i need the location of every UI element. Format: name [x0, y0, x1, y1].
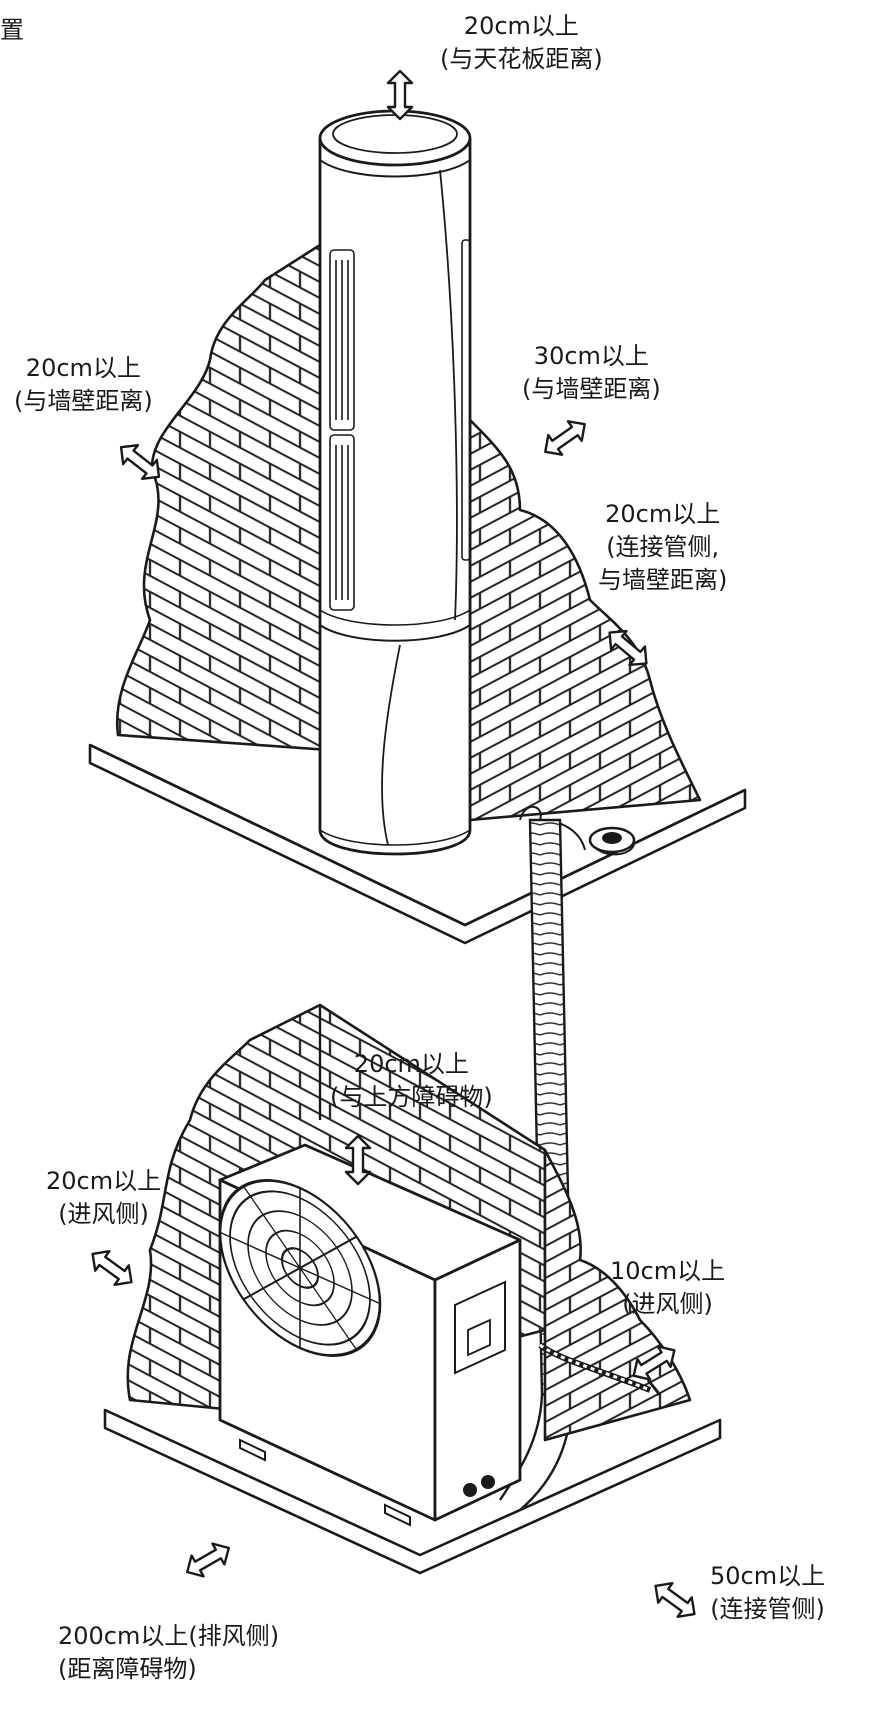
- clearance-note: (进风侧): [622, 1290, 713, 1318]
- back-wall-clearance-label: 30cm以上 (与墙壁距离): [522, 340, 661, 406]
- outdoor-intake-left-clearance-label: 20cm以上 (进风侧): [46, 1165, 161, 1231]
- clearance-note: (进风侧): [58, 1200, 149, 1228]
- double-arrow-icon: [537, 413, 593, 463]
- clearance-value: 20cm以上: [46, 1167, 162, 1195]
- double-arrow-icon: [647, 1574, 703, 1626]
- clearance-note: (距离障碍物): [58, 1655, 197, 1683]
- outdoor-top-clearance-label: 20cm以上 (与上方障碍物): [330, 1048, 493, 1114]
- outdoor-pipe-side-clearance-label: 50cm以上 (连接管侧): [710, 1560, 825, 1626]
- corner-character: 置: [0, 16, 24, 44]
- brick-wall-icon: [468, 418, 702, 822]
- double-arrow-icon: [386, 69, 414, 121]
- clearance-note: (与墙壁距离): [14, 387, 153, 415]
- drain-hose-icon: [538, 1342, 662, 1396]
- clearance-note: (与墙壁距离): [522, 375, 661, 403]
- clearance-note: (与上方障碍物): [330, 1083, 493, 1111]
- double-arrow-icon: [84, 1242, 140, 1294]
- indoor-floor: [88, 743, 747, 945]
- clearance-value: 50cm以上: [710, 1562, 826, 1590]
- clearance-note: (连接管侧,: [606, 533, 720, 561]
- left-wall-clearance-label: 20cm以上 (与墙壁距离): [14, 352, 153, 418]
- clearance-note: (与天花板距离): [440, 45, 603, 73]
- clearance-note: 与墙壁距离): [598, 566, 728, 594]
- clearance-value: 20cm以上: [353, 1050, 469, 1078]
- clearance-value: 30cm以上: [533, 342, 649, 370]
- pipe-side-wall-clearance-label: 20cm以上 (连接管侧, 与墙壁距离): [598, 498, 727, 597]
- clearance-value: 200cm以上(排风侧): [58, 1622, 280, 1650]
- ceiling-clearance-label: 20cm以上 (与天花板距离): [440, 10, 603, 76]
- floor-standing-ac-icon: [318, 109, 472, 856]
- clearance-value: 10cm以上: [610, 1257, 726, 1285]
- outdoor-exhaust-clearance-label: 200cm以上(排风侧) (距离障碍物): [58, 1620, 279, 1686]
- clearance-value: 20cm以上: [25, 354, 141, 382]
- double-arrow-icon: [180, 1536, 236, 1584]
- outdoor-floor: [103, 1408, 722, 1575]
- clearance-value: 20cm以上: [605, 500, 721, 528]
- fan-icon: [218, 1179, 382, 1357]
- clearance-value: 20cm以上: [463, 12, 579, 40]
- clearance-note: (连接管侧): [710, 1595, 825, 1623]
- outdoor-intake-right-clearance-label: 10cm以上 (进风侧): [610, 1255, 725, 1321]
